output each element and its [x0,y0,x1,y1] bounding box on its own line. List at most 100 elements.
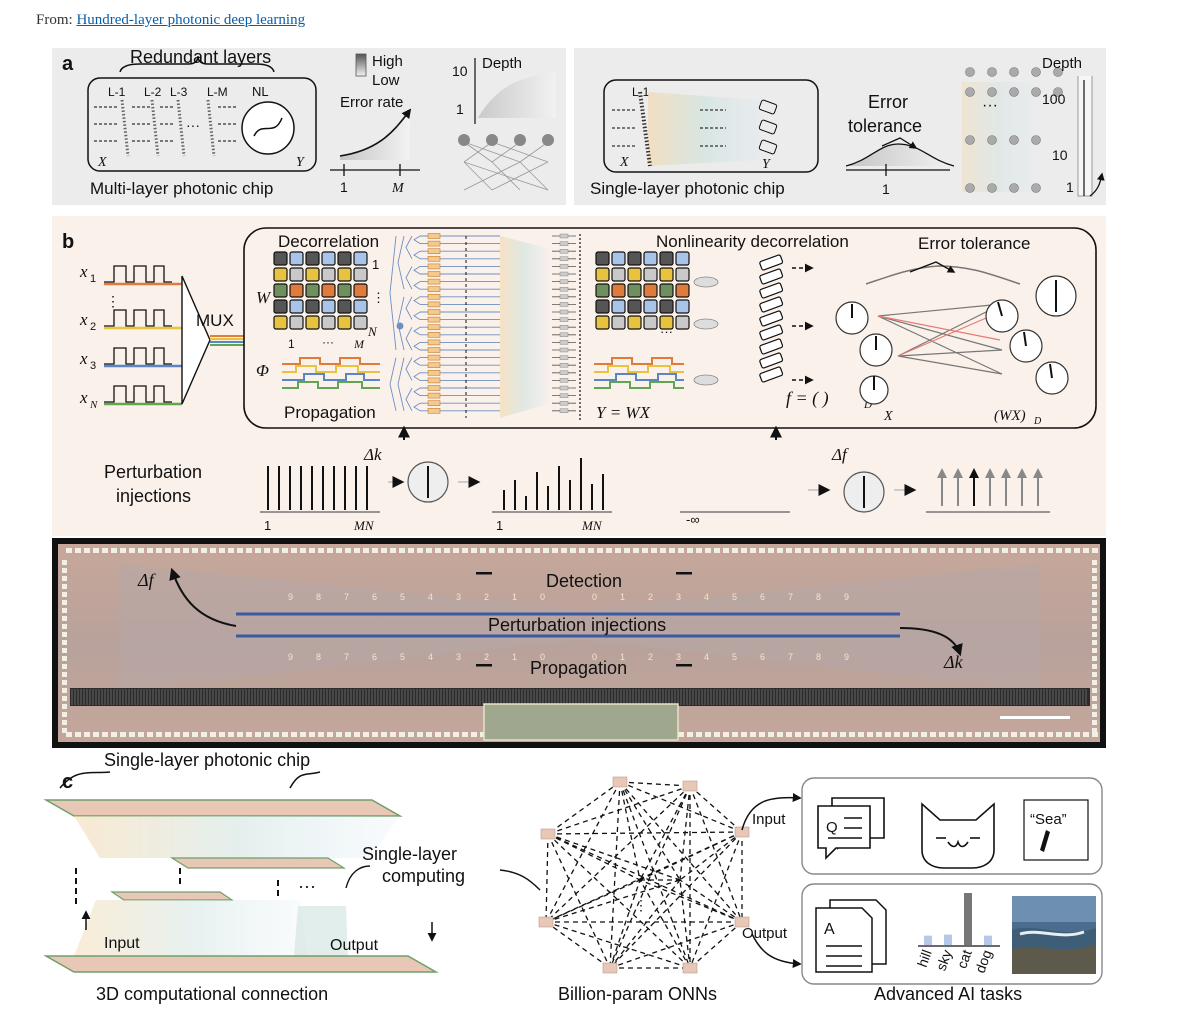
chip-pad [993,548,999,553]
chip-digit: 9 [288,652,293,662]
article-link[interactable]: Hundred-layer photonic deep learning [76,12,306,28]
chip-delta-f: Δf [137,570,157,590]
caption-onn: Billion-param ONNs [558,984,717,1004]
matrix-cell [273,299,288,314]
onn-node [602,962,618,974]
matrix-cell [627,267,642,282]
chip-pad [714,548,720,553]
onn-vdots: ⋮ [634,897,648,913]
layer-label: L-M [207,85,228,99]
matrix-cell [337,251,352,266]
phase-shifter-icons [693,276,719,386]
onn-edge [689,785,743,833]
tolerance-arrow-b [909,261,956,273]
chip-pad [876,732,882,737]
tree-coupler [427,263,441,270]
neural-net-icon [463,141,549,191]
onn-edge [619,781,691,969]
chip-pad [62,680,67,685]
chip-pad [1092,568,1097,573]
chip-digit: 9 [288,592,293,602]
single-layer-computing-2: computing [382,866,465,886]
y-label: Y [296,155,306,170]
chip-pad [615,548,621,553]
matrix-cell [595,267,610,282]
chip-pad [336,732,342,737]
matrix-cell [643,283,658,298]
layer-label: L-2 [144,85,162,99]
onn-edge [609,831,743,969]
onn-edge [545,879,641,923]
chip-pad [687,548,693,553]
w-label: W [256,288,272,307]
chip-pad [390,548,396,553]
onn-edge [547,833,641,881]
input-label: x [79,388,88,407]
chip-pad [480,732,486,737]
grating-element [559,233,569,239]
chip-pad [930,548,936,553]
chip-pad [543,548,549,553]
chip-digit: 4 [428,592,433,602]
chip-pad [291,548,297,553]
grating-element [559,378,569,383]
chip-pad [426,732,432,737]
grating-element [559,256,569,261]
input-arrow-label: Input [752,811,786,828]
network-node [1009,135,1019,145]
chip-pad [759,732,765,737]
chip-pad [867,732,873,737]
chip-digit: 7 [344,592,349,602]
chip-pad [876,548,882,553]
detector [759,352,784,369]
depth-1-right-label: 1 [1066,179,1074,195]
detector [759,324,784,341]
network-node [987,67,997,77]
panel-b: b x 1 ⋮ x 2 x 3 x [52,216,1106,536]
dial-needles [851,280,1057,390]
chip-pad [867,548,873,553]
tree-coupler [427,286,441,293]
chip-pad [723,548,729,553]
chip-pad [354,732,360,737]
onn-node [540,828,556,840]
chip-pad [507,548,513,553]
chip-pad [1092,608,1097,613]
chip-pad [471,732,477,737]
panel-a: a Redundant layers L-1 L-2 L-3 L-M NL ··… [52,47,1106,205]
chip-pad [462,732,468,737]
chip-digit: 0 [592,592,597,602]
f-sub: D [863,399,872,411]
chip-pad [525,548,531,553]
chip-pad [62,672,67,677]
chip-pad [489,548,495,553]
chip-pad [1020,548,1026,553]
chip-pad [444,732,450,737]
onn-edge [679,879,691,969]
detector [759,310,784,327]
matrix-cell [611,299,626,314]
chip-pad [62,720,67,725]
doc-lines [826,945,862,967]
onn-node [734,826,750,838]
chip-waveguide-lines [236,612,900,638]
chip-pad [669,548,675,553]
chip-digit: 1 [620,592,625,602]
legend-high: High [372,53,403,70]
frequency-arrowhead [1017,468,1027,478]
tree-branch [413,296,421,305]
bar-label: hill [914,948,935,970]
matrix-cell [611,267,626,282]
stack-dots: ··· [298,876,316,896]
chip-pad [552,548,558,553]
chip-pad [300,732,306,737]
grating-column [552,233,581,420]
chip-digit: 6 [760,652,765,662]
panel-b-bg [52,216,1106,536]
chip-pad [192,732,198,737]
chip-pad [813,548,819,553]
layer-ellipsis: ··· [186,117,200,133]
delta-f-label: Δf [831,445,849,464]
matrix-cell [595,251,610,266]
input-sub: 1 [90,273,96,285]
